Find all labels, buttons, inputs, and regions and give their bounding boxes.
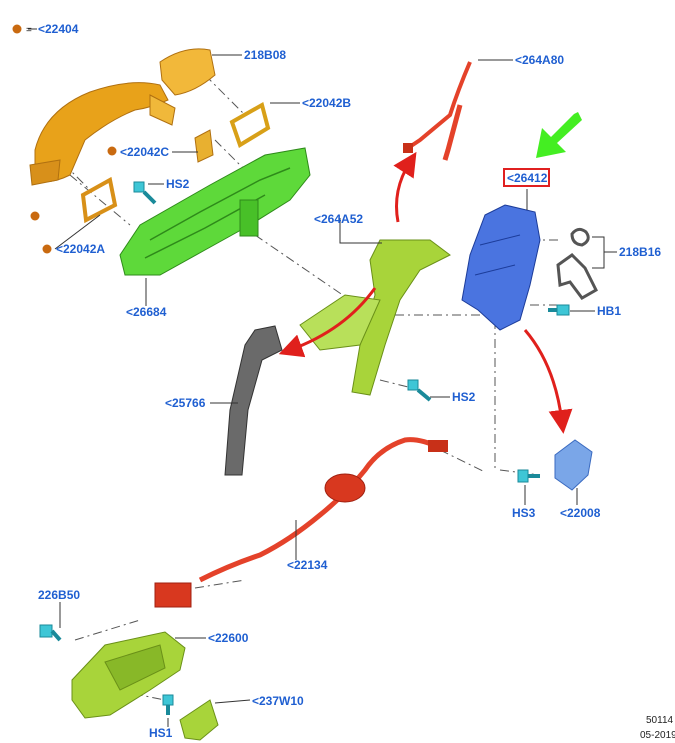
label-hb1: HB1 [597, 304, 621, 318]
label-22042C: <22042C [120, 145, 169, 159]
screw-hs2-mid [407, 379, 432, 402]
label-264A52: <264A52 [314, 212, 363, 226]
screw-hs3 [517, 469, 540, 483]
screw-hs1 [162, 694, 174, 715]
gasket-22042C [194, 129, 214, 163]
seal-25766 [224, 325, 283, 476]
arrow-up-red [393, 151, 417, 223]
label-26684: <26684 [126, 305, 167, 319]
bracket-22008 [554, 439, 593, 491]
label-22042B: <22042B [302, 96, 351, 110]
legend-part: <22404 [38, 22, 79, 36]
attention-arrow [536, 112, 582, 158]
label-26412: <26412 [507, 171, 548, 185]
dot-22042A [42, 244, 52, 254]
label-226B50: 226B50 [38, 588, 80, 602]
seals-218B16 [556, 227, 598, 300]
label-22008: <22008 [560, 506, 601, 520]
arrow-down-red [523, 329, 573, 434]
footer-ref: 50114 [646, 715, 674, 726]
label-22134: <22134 [287, 558, 328, 572]
rod-264A80 [403, 61, 472, 161]
leader-lines [28, 28, 617, 727]
orange-dots [12, 24, 117, 254]
cover-237W10 [179, 699, 219, 741]
label-22600: <22600 [208, 631, 249, 645]
label-hs1: HS1 [149, 726, 173, 740]
handle-bracket-26684 [119, 147, 311, 276]
fasteners [39, 181, 570, 715]
footer-date: 05-2019 [640, 730, 675, 741]
legend-dot [12, 24, 22, 34]
gasket-22042A [80, 176, 118, 224]
label-hs2-top: HS2 [166, 177, 190, 191]
dot-handle [30, 211, 40, 221]
arrow-left-red [278, 287, 377, 358]
gasket-22042B [229, 101, 271, 148]
label-218B08: 218B08 [244, 48, 286, 62]
label-hs3: HS3 [512, 506, 536, 520]
inside-handle-22600 [71, 631, 186, 719]
legend-equals: = [26, 25, 32, 36]
screw-hb1 [548, 304, 570, 316]
screw-hs2-top [133, 181, 157, 205]
cable-22134 [154, 437, 448, 608]
latch-26412 [461, 204, 541, 331]
handle-cap-218B08 [159, 48, 216, 96]
label-237W10: <237W10 [252, 694, 304, 708]
label-hs2-mid: HS2 [452, 390, 476, 404]
highlight-box-26412 [503, 168, 550, 187]
flow-arrows [278, 151, 573, 434]
outside-handle [29, 82, 176, 186]
labels: = <22404 218B08 <22042B <22042C HS2 <220… [26, 22, 675, 741]
label-22042A: <22042A [56, 242, 105, 256]
label-264A80: <264A80 [515, 53, 564, 67]
label-25766: <25766 [165, 396, 206, 410]
label-218B16: 218B16 [619, 245, 661, 259]
bracket-264A52 [299, 239, 451, 396]
clip-226B50 [39, 624, 62, 642]
dot-22042C [107, 146, 117, 156]
